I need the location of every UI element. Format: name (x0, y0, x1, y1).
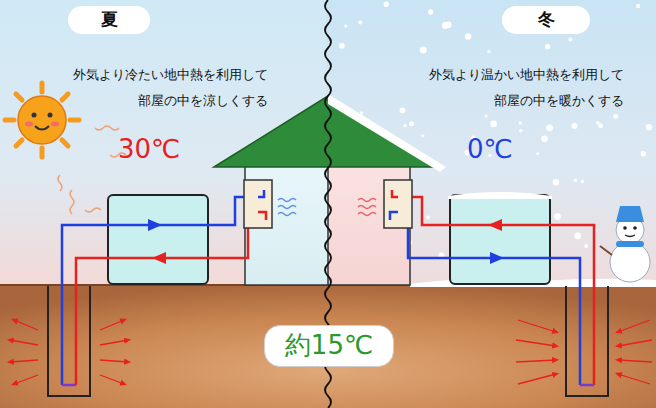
borehole (566, 286, 608, 396)
snowflake (487, 50, 490, 53)
roof-snow (328, 94, 446, 172)
snowflake (545, 44, 550, 49)
snowflake (428, 9, 433, 14)
borehole (48, 286, 90, 396)
flow-arrow (152, 252, 166, 264)
snowflake (426, 216, 430, 220)
snowflake (490, 121, 497, 128)
ground-temperature: 約15℃ (285, 331, 373, 361)
unit-snow (448, 192, 552, 199)
heat-arrows (10, 320, 652, 384)
outdoor-unit (450, 195, 550, 284)
snowflake (339, 43, 345, 49)
pipes (62, 197, 594, 385)
snowman (600, 206, 650, 282)
snowflake (409, 121, 414, 126)
snowflake (400, 107, 406, 113)
snowflake (554, 213, 561, 220)
snowflake (584, 244, 588, 248)
snowflake (404, 124, 407, 127)
snowflake (568, 38, 572, 42)
snowflake (344, 25, 347, 28)
flow-arrow (148, 219, 162, 231)
snowflake (546, 124, 553, 131)
snowflake (636, 4, 640, 8)
snowflake (359, 21, 363, 25)
description: 外気より冷たい地中熱を利用して 部屋の中を涼しくする (52, 62, 268, 114)
ground-temp-box: 約15℃ (264, 325, 394, 367)
snowflake (485, 115, 488, 118)
snowflake (421, 134, 424, 137)
outdoor-temperature: 30℃ (118, 134, 180, 164)
season-badge: 夏 (68, 6, 150, 34)
snowflake (613, 114, 618, 119)
outdoor-unit (108, 195, 208, 284)
snowflake (596, 121, 599, 124)
season-title: 冬 (538, 10, 555, 30)
snowflake (553, 179, 559, 185)
cool-air (278, 199, 296, 216)
snowflake (519, 121, 522, 124)
snowflake (536, 152, 539, 155)
description: 外気より温かい地中熱を利用して 部屋の中を暖かくする (400, 62, 624, 114)
season-badge: 冬 (502, 6, 590, 34)
indoor-unit (384, 180, 412, 228)
snowflake (641, 151, 647, 157)
snowflake (384, 1, 389, 6)
sun (5, 83, 79, 157)
warm-air (358, 199, 376, 216)
snowflake (445, 22, 452, 29)
snowflake (574, 232, 581, 239)
flow-arrow (490, 252, 504, 264)
snowflake (420, 47, 427, 54)
snowflake (581, 180, 584, 183)
flow-arrow (488, 219, 502, 231)
outdoor-temperature: 0℃ (467, 134, 513, 164)
snowflake (572, 123, 578, 129)
ground (0, 284, 656, 408)
indoor-unit (244, 180, 272, 228)
snowflake (646, 124, 652, 130)
snowflake (465, 33, 472, 40)
snowflake (541, 135, 548, 142)
snowflake (519, 129, 523, 133)
snowflake (574, 179, 578, 183)
season-title: 夏 (101, 10, 118, 30)
